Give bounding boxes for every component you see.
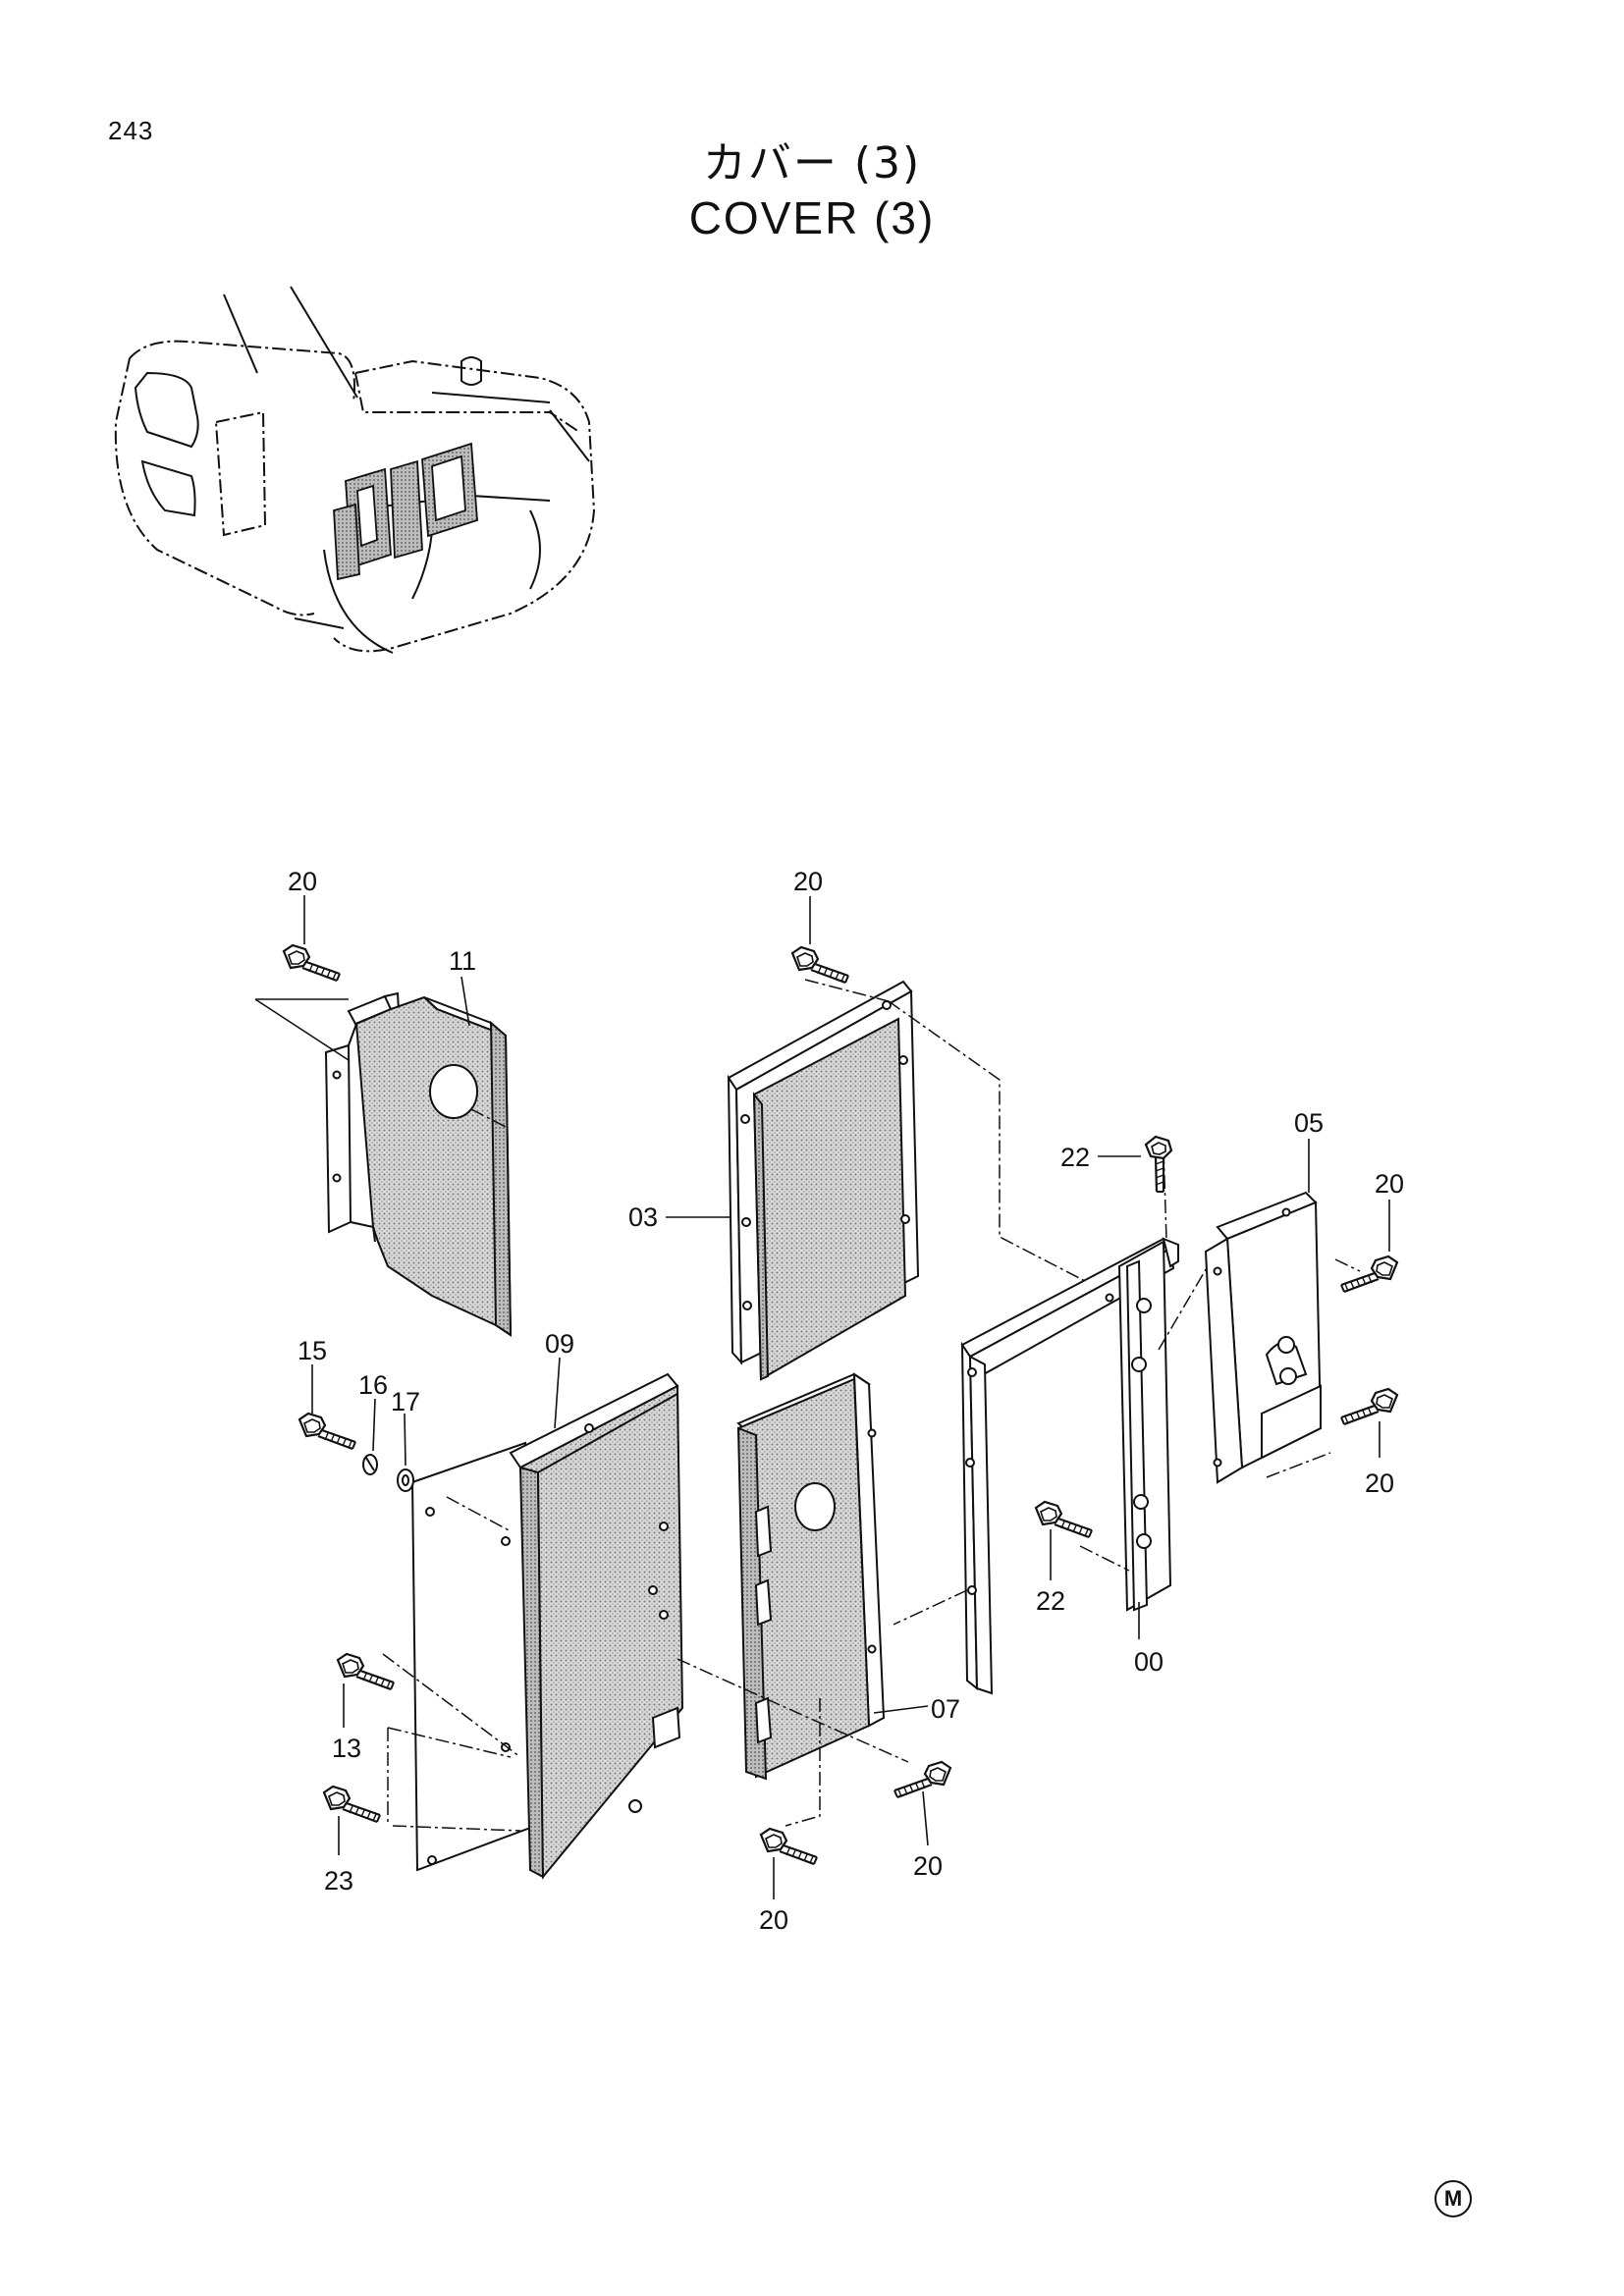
- leader-11-bolt: [254, 998, 350, 1061]
- manufacturer-mark: M: [1435, 2180, 1472, 2217]
- bolt-15: [298, 1412, 357, 1451]
- callout-20-f: 20: [759, 1905, 788, 1935]
- callout-13: 13: [332, 1734, 361, 1763]
- callout-17: 17: [391, 1387, 420, 1416]
- alignment-lines: [382, 979, 1361, 1832]
- callout-20-d: 20: [1365, 1468, 1394, 1498]
- title-block: カバー (3) COVER (3): [0, 137, 1624, 245]
- callout-20-e: 20: [913, 1851, 943, 1881]
- part-11-pad: [324, 991, 513, 1337]
- highlighted-cover-panels: [333, 442, 478, 581]
- bolt-22-b: [1034, 1500, 1094, 1539]
- bolt-20-f: [759, 1827, 819, 1866]
- part-05-bracket: [1204, 1191, 1323, 1484]
- part-09-panel: [410, 1372, 684, 1880]
- callout-15: 15: [298, 1336, 327, 1365]
- bolt-20-c: [1339, 1255, 1399, 1294]
- part-00-bracket: [960, 1237, 1179, 1695]
- title-japanese: カバー (3): [702, 138, 922, 188]
- leader-07: [873, 1705, 929, 1714]
- bolt-13: [336, 1652, 396, 1691]
- part-07-block: [736, 1372, 886, 1781]
- callout-00: 00: [1134, 1647, 1164, 1677]
- callout-22-b: 22: [1036, 1586, 1065, 1616]
- bolt-23: [322, 1785, 382, 1824]
- callout-leaders: [303, 895, 1390, 1899]
- callout-09: 09: [545, 1329, 574, 1359]
- callout-22-a: 22: [1060, 1143, 1090, 1172]
- callout-16: 16: [358, 1370, 388, 1400]
- machine-overview-illustration: [114, 286, 596, 654]
- callout-23: 23: [324, 1866, 353, 1896]
- bolt-20-a: [282, 943, 342, 983]
- callout-20-a: 20: [288, 867, 317, 896]
- callout-03: 03: [628, 1202, 658, 1232]
- callout-07: 07: [931, 1694, 960, 1724]
- bolt-20-d: [1339, 1387, 1399, 1426]
- callout-05: 05: [1294, 1108, 1324, 1138]
- washer-17: [397, 1468, 414, 1492]
- callout-20-c: 20: [1375, 1169, 1404, 1199]
- callout-20-b: 20: [793, 867, 823, 896]
- spring-washer-16: [362, 1454, 378, 1475]
- callout-11: 11: [449, 946, 476, 976]
- title-english: COVER (3): [688, 192, 936, 243]
- page-number: 243: [108, 116, 154, 145]
- bolt-20-b: [790, 945, 850, 985]
- part-03-cover: [727, 980, 920, 1381]
- bolt-22-a: [1144, 1135, 1173, 1194]
- callout-labels: 20 11 20 03 22 05 20 15 16 17 09 20 22 0…: [288, 867, 1404, 1935]
